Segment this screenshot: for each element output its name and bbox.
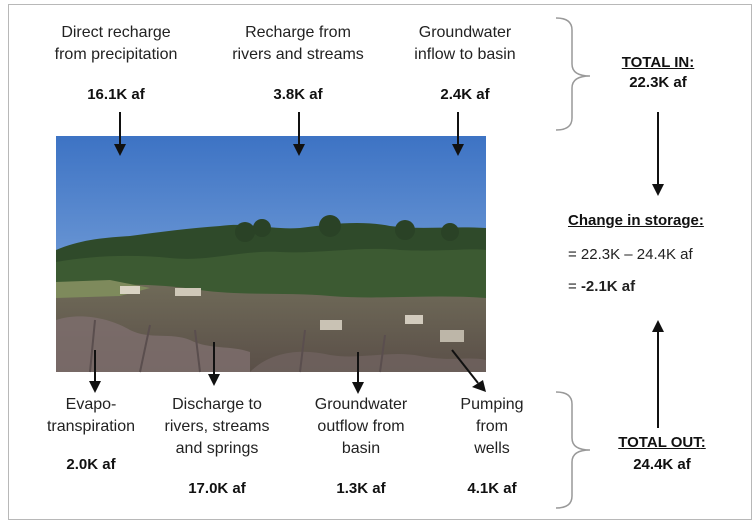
total-in-title: TOTAL IN: <box>621 54 695 71</box>
total-out-value: 24.4K af <box>633 456 691 473</box>
inflow-value-precipitation: 16.1K af <box>87 86 145 103</box>
inflow-arrow-groundwater <box>452 112 464 156</box>
outflow-arrow-pumping <box>451 349 486 392</box>
inflow-value-rivers: 3.8K af <box>273 86 323 103</box>
outflow-arrow-evapotranspiration <box>89 350 101 393</box>
inflow-label-precipitation: Direct recharge from precipitation <box>54 24 178 63</box>
storage-title: Change in storage: <box>568 212 704 229</box>
total-in-value: 22.3K af <box>629 74 687 91</box>
storage-equation: = 22.3K – 24.4K af <box>568 246 693 263</box>
inflow-arrow-rivers <box>293 112 305 156</box>
outflow-value-groundwater-outflow: 1.3K af <box>336 480 386 497</box>
inflow-value-groundwater: 2.4K af <box>440 86 490 103</box>
storage-result: = -2.1K af <box>568 278 636 295</box>
outflow-value-discharge: 17.0K af <box>188 480 246 497</box>
total-in-to-storage-arrow <box>652 112 664 196</box>
inflow-label-groundwater: Groundwater inflow to basin <box>414 24 516 63</box>
outflow-brace <box>555 391 591 509</box>
inflow-brace <box>555 17 591 131</box>
total-out-to-storage-arrow <box>652 320 664 428</box>
total-out-title: TOTAL OUT: <box>618 434 706 451</box>
photo-bare-trees <box>56 316 486 373</box>
outflow-value-pumping: 4.1K af <box>467 480 517 497</box>
outflow-label-evapotranspiration: Evapo- transpiration <box>46 396 136 435</box>
outflow-label-discharge: Discharge to rivers, streams and springs <box>164 396 270 457</box>
outflow-label-groundwater-outflow: Groundwater outflow from basin <box>314 396 408 457</box>
inflow-arrow-precipitation <box>114 112 126 156</box>
photo-forest <box>56 215 486 305</box>
diagram-frame <box>8 4 752 520</box>
storage-result-value: -2.1K af <box>580 278 636 295</box>
inflow-label-rivers: Recharge from rivers and streams <box>232 24 364 63</box>
outflow-label-pumping: Pumping from wells <box>460 396 524 457</box>
outflow-arrow-discharge <box>208 342 220 386</box>
outflow-arrow-groundwater-outflow <box>352 352 364 394</box>
outflow-value-evapotranspiration: 2.0K af <box>66 456 116 473</box>
